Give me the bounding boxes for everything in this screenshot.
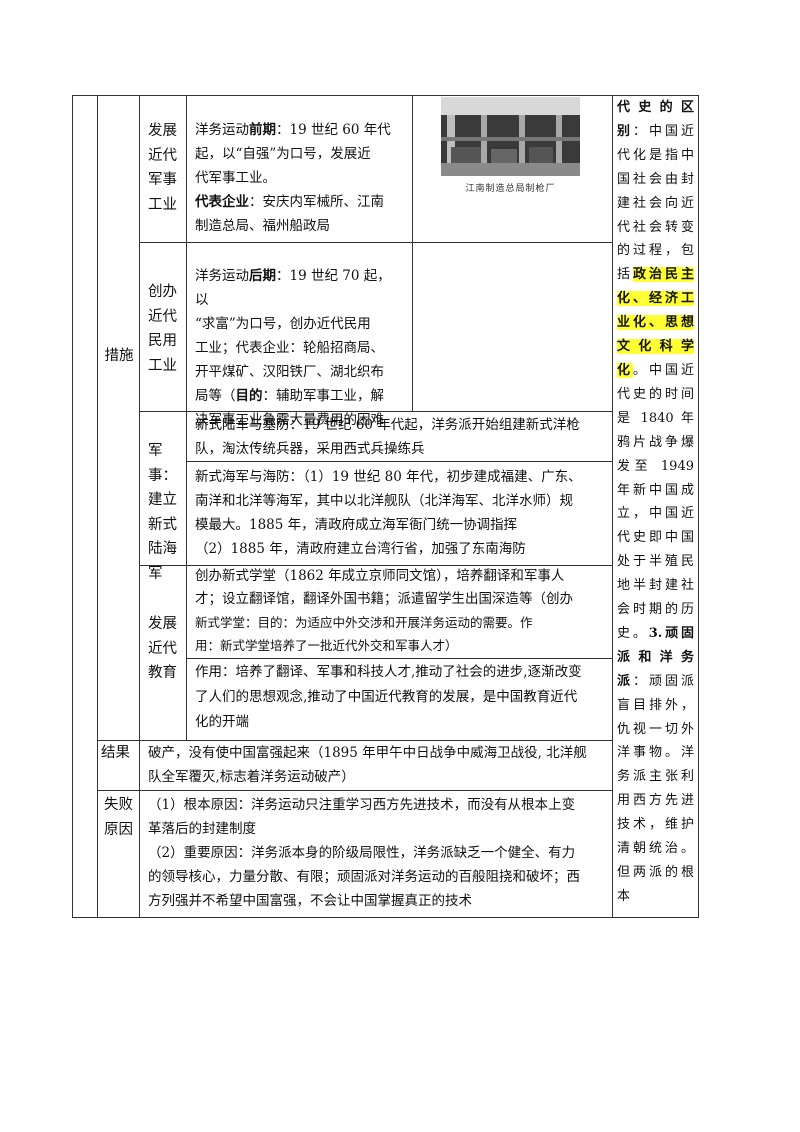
military-industry-label: 发展近代军事工业 xyxy=(148,123,177,213)
measures-divider xyxy=(139,95,140,740)
civil-industry-label: 创办近代民用工业 xyxy=(148,284,177,374)
failure-text: （1）根本原因：洋务运动只注重学习西方先进技术，而没有从根本上变 革落后的封建制… xyxy=(148,797,580,909)
failure-label: 失败原因 xyxy=(104,797,133,838)
education-text: 创办新式学堂（1862 年成立京师同文馆），培养翻译和军事人 才；设立翻译馆，翻… xyxy=(195,568,573,653)
sidebar-divider xyxy=(612,95,613,917)
navy-text: 新式海军与海防：（1）19 世纪 80 年代，初步建成福建、广东、 南洋和北洋等… xyxy=(195,469,582,557)
factory-photo xyxy=(441,97,580,176)
row-line-2 xyxy=(139,411,612,412)
row-line-3 xyxy=(139,565,612,566)
table-border-top xyxy=(72,95,699,96)
measures-label: 措施 xyxy=(104,348,134,364)
table-border-bottom xyxy=(72,917,699,918)
factory-photo-drawing xyxy=(441,97,580,176)
photo-divider xyxy=(412,95,413,411)
army-text: 新式陆军与塞防：19 世纪 60 年代起，洋务派开始组建新式洋枪 队，淘汰传统兵… xyxy=(195,417,580,457)
result-divider xyxy=(139,740,140,917)
military-industry-text: 洋务运动前期：19 世纪 60 年代 起，以“自强”为口号，发展近 代军事工业。… xyxy=(195,122,391,234)
sidebar-note: 代史的区别：中国近代化是指中国社会由封建社会向近代社会转变的过程，包括政治民主化… xyxy=(617,100,694,904)
table-border-left xyxy=(72,95,73,917)
row-line-army xyxy=(186,461,612,462)
education-effect-text: 作用：培养了翻译、军事和科技人才,推动了社会的进步,逐渐改变 了人们的思想观念,… xyxy=(195,664,582,730)
result-text: 破产，没有使中国富强起来（1895 年甲午中日战争中威海卫战役, 北洋舰 队全军… xyxy=(148,745,587,785)
photo-caption: 江南制造总局制枪厂 xyxy=(465,184,556,194)
table-inner-left xyxy=(97,95,98,917)
row-line-1 xyxy=(139,242,612,243)
label-divider xyxy=(186,95,187,740)
row-line-edu xyxy=(186,658,612,659)
result-label: 结果 xyxy=(101,745,130,761)
row-line-5 xyxy=(97,790,612,791)
education-label: 发展近代教育 xyxy=(148,616,177,681)
table-border-right xyxy=(698,95,699,917)
row-line-4 xyxy=(97,740,612,741)
civil-industry-text: 洋务运动后期：19 世纪 70 起，以 “求富”为口号，创办近代民用 工业；代表… xyxy=(195,268,391,428)
military-label: 军事：建立新式陆海军 xyxy=(148,443,177,582)
